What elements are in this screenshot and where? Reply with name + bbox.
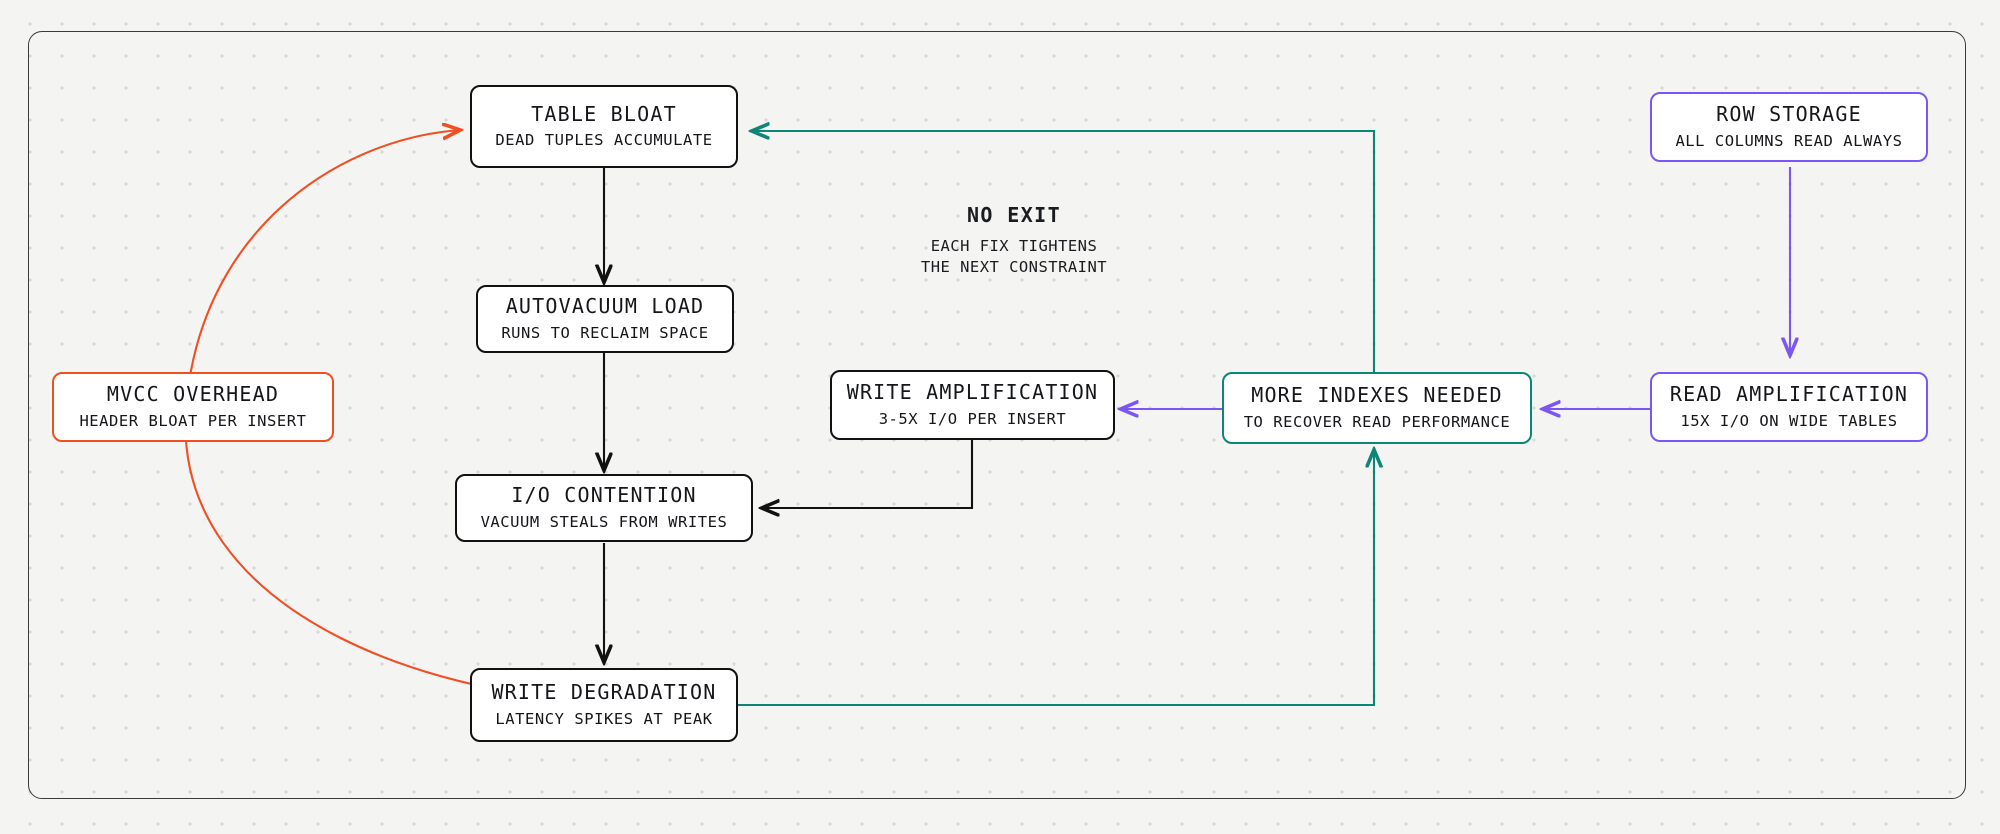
node-title: I/O CONTENTION xyxy=(511,483,697,508)
node-subtitle: LATENCY SPIKES AT PEAK xyxy=(495,709,713,728)
node-autovacuum-load[interactable]: AUTOVACUUM LOAD RUNS TO RECLAIM SPACE xyxy=(476,285,734,353)
edge-write-degradation-to-more-indexes xyxy=(738,450,1374,707)
node-subtitle: ALL COLUMNS READ ALWAYS xyxy=(1675,131,1903,150)
node-subtitle: TO RECOVER READ PERFORMANCE xyxy=(1243,412,1511,431)
node-title: WRITE AMPLIFICATION xyxy=(846,380,1099,405)
node-subtitle: DEAD TUPLES ACCUMULATE xyxy=(495,131,713,150)
node-more-indexes-needed[interactable]: MORE INDEXES NEEDED TO RECOVER READ PERF… xyxy=(1222,372,1532,444)
node-title: READ AMPLIFICATION xyxy=(1669,382,1909,407)
node-subtitle: HEADER BLOAT PER INSERT xyxy=(79,411,307,430)
edge-write-amplification-to-io-contention xyxy=(762,440,974,508)
node-io-contention[interactable]: I/O CONTENTION VACUUM STEALS FROM WRITES xyxy=(455,474,753,542)
no-exit-annotation: NO EXIT EACH FIX TIGHTENS THE NEXT CONST… xyxy=(884,203,1144,278)
node-title: AUTOVACUUM LOAD xyxy=(505,294,705,319)
node-title: TABLE BLOAT xyxy=(531,101,677,126)
node-table-bloat[interactable]: TABLE BLOAT DEAD TUPLES ACCUMULATE xyxy=(470,85,738,168)
node-write-degradation[interactable]: WRITE DEGRADATION LATENCY SPIKES AT PEAK xyxy=(470,668,738,742)
annotation-line-1: EACH FIX TIGHTENS xyxy=(930,237,1098,255)
node-title: MORE INDEXES NEEDED xyxy=(1251,383,1503,408)
edge-more-indexes-to-table-bloat xyxy=(752,131,1376,378)
annotation-heading: NO EXIT xyxy=(966,203,1062,227)
node-subtitle: 15X I/O ON WIDE TABLES xyxy=(1680,411,1898,430)
node-title: ROW STORAGE xyxy=(1716,102,1862,127)
node-title: WRITE DEGRADATION xyxy=(491,680,717,705)
node-row-storage[interactable]: ROW STORAGE ALL COLUMNS READ ALWAYS xyxy=(1650,92,1928,162)
node-read-amplification[interactable]: READ AMPLIFICATION 15X I/O ON WIDE TABLE… xyxy=(1650,372,1928,442)
node-subtitle: RUNS TO RECLAIM SPACE xyxy=(501,323,709,342)
node-subtitle: 3-5X I/O PER INSERT xyxy=(878,409,1067,428)
annotation-line-2: THE NEXT CONSTRAINT xyxy=(920,257,1108,276)
node-write-amplification[interactable]: WRITE AMPLIFICATION 3-5X I/O PER INSERT xyxy=(830,370,1115,440)
node-subtitle: VACUUM STEALS FROM WRITES xyxy=(480,512,728,531)
node-mvcc-overhead[interactable]: MVCC OVERHEAD HEADER BLOAT PER INSERT xyxy=(52,372,334,442)
node-title: MVCC OVERHEAD xyxy=(106,382,280,407)
